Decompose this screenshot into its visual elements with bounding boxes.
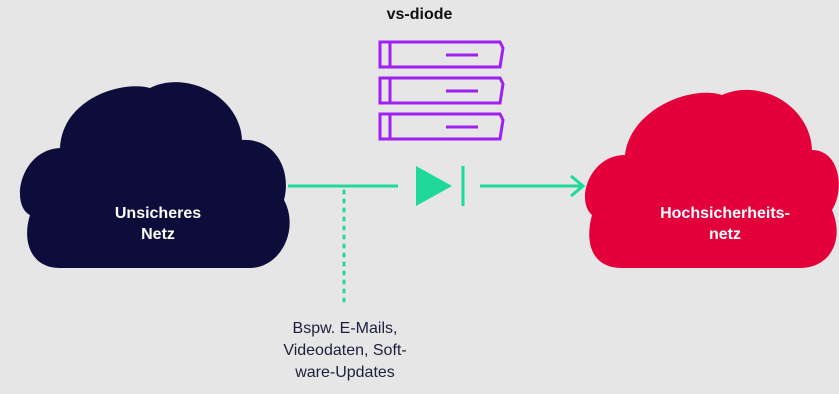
arrow-right-icon [570, 174, 586, 198]
diode-title: vs-diode [386, 6, 453, 23]
target-network-line-1: Hochsicherheits- [660, 205, 790, 222]
source-network-line-1: Unsicheres [114, 205, 202, 222]
data-examples-line-2: Videodaten, Soft- [283, 342, 407, 359]
server-stack-icon [378, 40, 505, 141]
diode-icon [416, 166, 452, 206]
data-examples-line-3: ware-Updates [295, 364, 395, 381]
target-cloud-icon [584, 89, 839, 268]
source-network-label: Unsicheres Netz [78, 203, 238, 245]
target-network-label: Hochsicherheits- netz [625, 203, 825, 245]
source-cloud-icon [20, 82, 290, 269]
data-examples-line-1: Bspw. E-Mails, [292, 320, 398, 337]
target-network-line-2: netz [709, 226, 741, 243]
source-network-line-2: Netz [141, 226, 175, 243]
data-examples-note: Bspw. E-Mails, Videodaten, Soft- ware-Up… [230, 318, 460, 384]
